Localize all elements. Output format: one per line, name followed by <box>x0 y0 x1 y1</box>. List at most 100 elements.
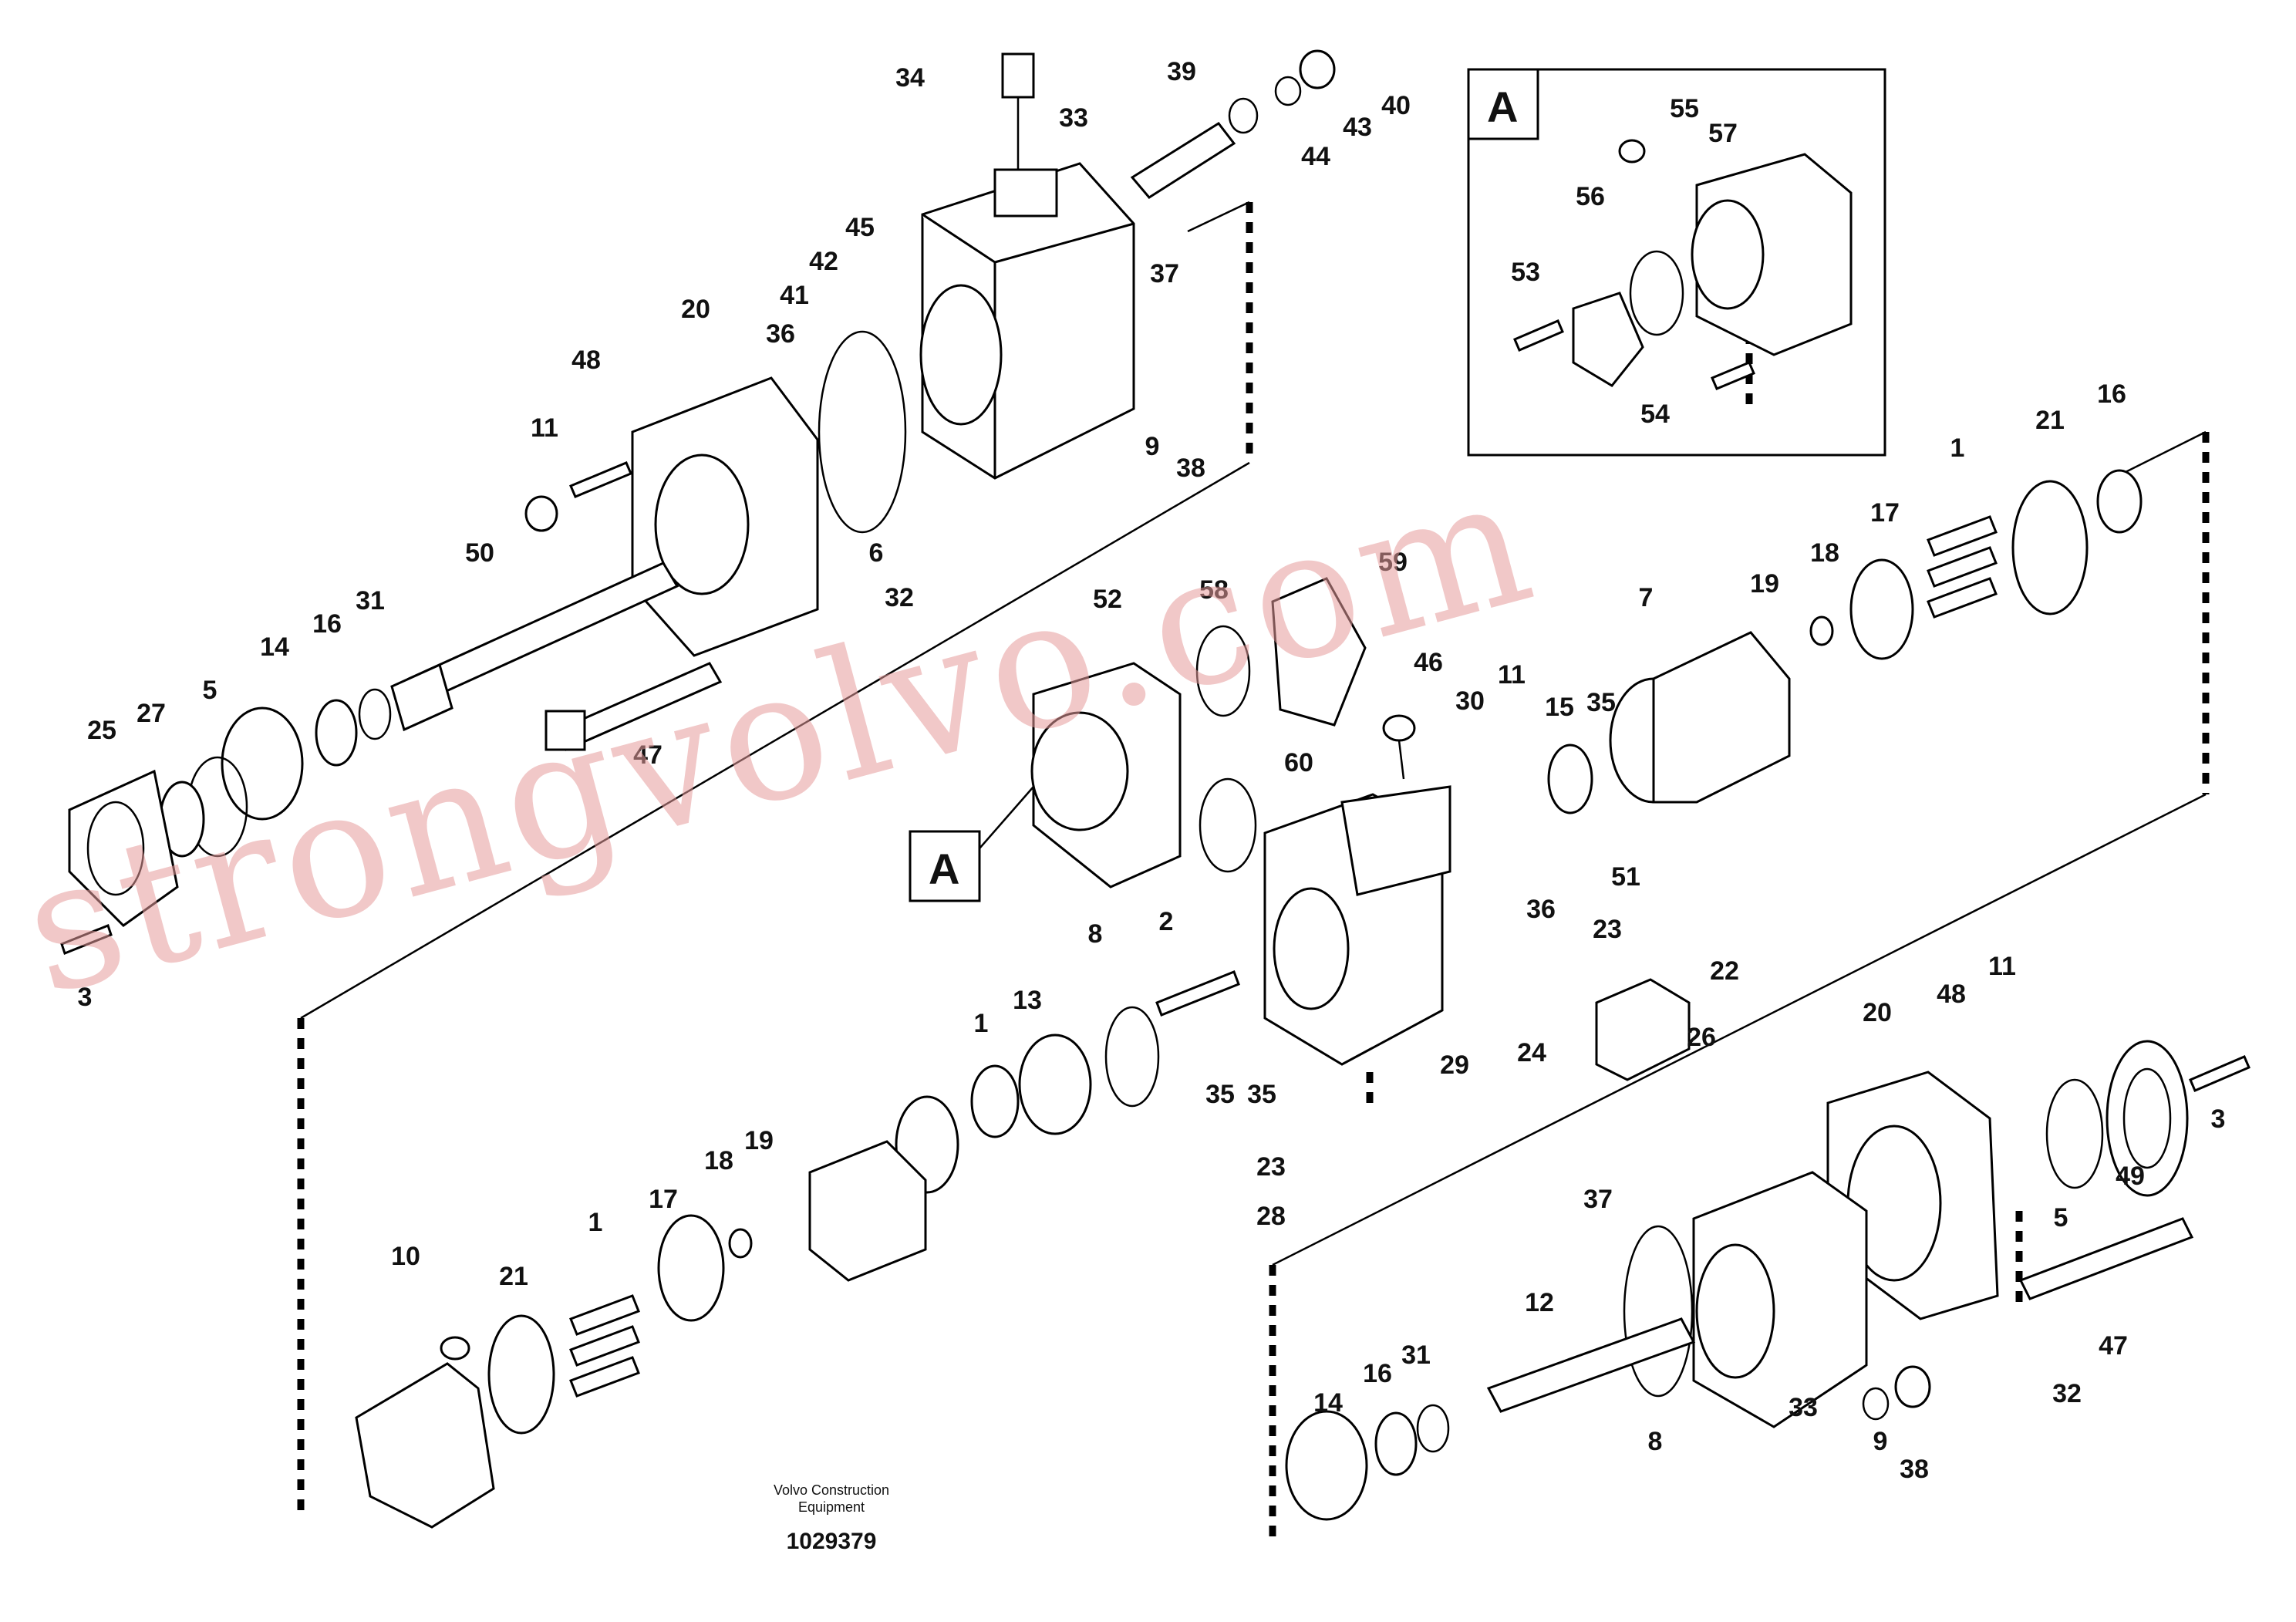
part-label-18: 18 <box>1810 538 1839 568</box>
part-label-24: 24 <box>1517 1038 1546 1067</box>
dashed-frame-lines <box>297 201 2210 1543</box>
part-label-1: 1 <box>588 1208 603 1237</box>
piston-plate-17-upper <box>1809 558 1914 660</box>
part-label-48: 48 <box>571 346 601 375</box>
part-label-21: 21 <box>2035 406 2065 435</box>
part-label-10: 10 <box>391 1242 420 1271</box>
detail-a-cover-plate <box>1572 292 1644 387</box>
cover-plate-59 <box>1271 577 1367 727</box>
part-label-17: 17 <box>1870 498 1900 528</box>
part-label-39: 39 <box>1167 57 1196 86</box>
part-label-32: 32 <box>2052 1379 2082 1408</box>
part-label-59: 59 <box>1378 548 1408 577</box>
part-label-35: 35 <box>1205 1080 1235 1109</box>
part-label-20: 20 <box>681 295 710 324</box>
part-label-25: 25 <box>87 716 116 745</box>
part-label-11: 11 <box>1498 660 1526 690</box>
pump-housing-upper <box>919 162 1135 480</box>
o-ring-60 <box>1199 777 1257 873</box>
part-label-57: 57 <box>1708 119 1738 148</box>
part-label-31: 31 <box>1401 1340 1431 1370</box>
part-label-15: 15 <box>1545 693 1574 722</box>
part-label-8: 8 <box>1648 1427 1663 1456</box>
o-ring-6 <box>818 330 907 534</box>
part-label-2: 2 <box>1159 907 1174 936</box>
part-label-23: 23 <box>1256 1152 1286 1182</box>
part-label-5: 5 <box>203 676 217 705</box>
o-ring-5-lower <box>2045 1078 2104 1189</box>
part-label-37: 37 <box>1150 259 1179 288</box>
part-label-28: 28 <box>1256 1202 1286 1231</box>
screw-48-nut-11 <box>524 461 632 532</box>
part-label-22: 22 <box>1710 956 1739 986</box>
part-label-52: 52 <box>1093 585 1122 614</box>
detail-a-pointer <box>909 786 1034 902</box>
part-label-32: 32 <box>885 583 914 612</box>
part-label-53: 53 <box>1511 258 1540 287</box>
part-label-14: 14 <box>260 632 289 662</box>
plug-38-lower <box>1862 1365 1931 1421</box>
detail-a-housing <box>1691 153 1853 356</box>
shaft-upper <box>390 561 679 732</box>
cylinder-block-upper <box>1547 631 1791 814</box>
bearing-seals-lower <box>1285 1404 1450 1521</box>
detail-a-pointer-letter: A <box>929 845 959 893</box>
eye-bolt-46 <box>1382 714 1416 780</box>
bolt-3-upper <box>60 924 113 955</box>
part-label-11: 11 <box>1988 952 2016 981</box>
part-label-27: 27 <box>137 699 166 728</box>
part-label-37: 37 <box>1583 1185 1613 1214</box>
part-label-30: 30 <box>1455 686 1485 716</box>
housing-bolt-34 <box>1001 52 1035 170</box>
part-label-20: 20 <box>1863 998 1892 1027</box>
part-label-26: 26 <box>1687 1023 1716 1052</box>
cover-49 <box>2106 1040 2189 1197</box>
pump-housing-lower <box>1692 1171 1868 1428</box>
part-label-5: 5 <box>2054 1203 2068 1233</box>
part-label-60: 60 <box>1284 748 1313 777</box>
part-label-34: 34 <box>895 63 925 93</box>
swash-plate-21-lower <box>487 1314 555 1435</box>
part-label-1: 1 <box>974 1009 989 1038</box>
part-label-31: 31 <box>356 586 385 615</box>
cover-plate-25 <box>68 769 179 927</box>
part-label-12: 12 <box>1525 1288 1554 1317</box>
cover-52 <box>1030 662 1182 889</box>
o-ring-8-right <box>1623 1225 1694 1398</box>
part-label-47: 47 <box>2099 1331 2128 1361</box>
part-label-17: 17 <box>649 1185 678 1214</box>
pin-2 <box>1155 970 1240 1017</box>
part-label-38: 38 <box>1176 454 1205 483</box>
bolt-47-upper <box>544 662 723 751</box>
shaft-lower <box>1486 1317 1696 1413</box>
pistons-1-lower <box>569 1294 640 1398</box>
part-label-19: 19 <box>1750 569 1779 599</box>
part-label-21: 21 <box>499 1262 528 1291</box>
part-label-7: 7 <box>1639 583 1654 612</box>
pistons-1-upper <box>1927 515 1998 619</box>
part-label-58: 58 <box>1199 575 1229 605</box>
part-label-9: 9 <box>1145 432 1160 461</box>
bolt-47-lower <box>2018 1217 2194 1300</box>
part-label-16: 16 <box>312 609 342 639</box>
part-label-38: 38 <box>1900 1455 1929 1484</box>
part-label-36: 36 <box>1526 895 1556 924</box>
part-label-3: 3 <box>78 983 93 1012</box>
cylinder-block-lower <box>808 1095 959 1282</box>
swash-plate-21-upper <box>2011 480 2089 615</box>
part-label-40: 40 <box>1381 91 1411 120</box>
seal-16-upper <box>2096 469 2143 534</box>
part-label-43: 43 <box>1343 113 1372 142</box>
footer-company-line2: Equipment <box>798 1499 865 1515</box>
part-label-13: 13 <box>1013 986 1042 1015</box>
part-label-56: 56 <box>1576 182 1605 211</box>
detail-a-inset <box>1467 68 1886 457</box>
part-label-44: 44 <box>1301 142 1330 171</box>
bearing-seals-upper <box>159 688 392 858</box>
part-label-42: 42 <box>809 247 838 276</box>
part-label-23: 23 <box>1593 915 1622 944</box>
part-label-47: 47 <box>633 740 663 770</box>
part-label-9: 9 <box>1873 1427 1888 1456</box>
